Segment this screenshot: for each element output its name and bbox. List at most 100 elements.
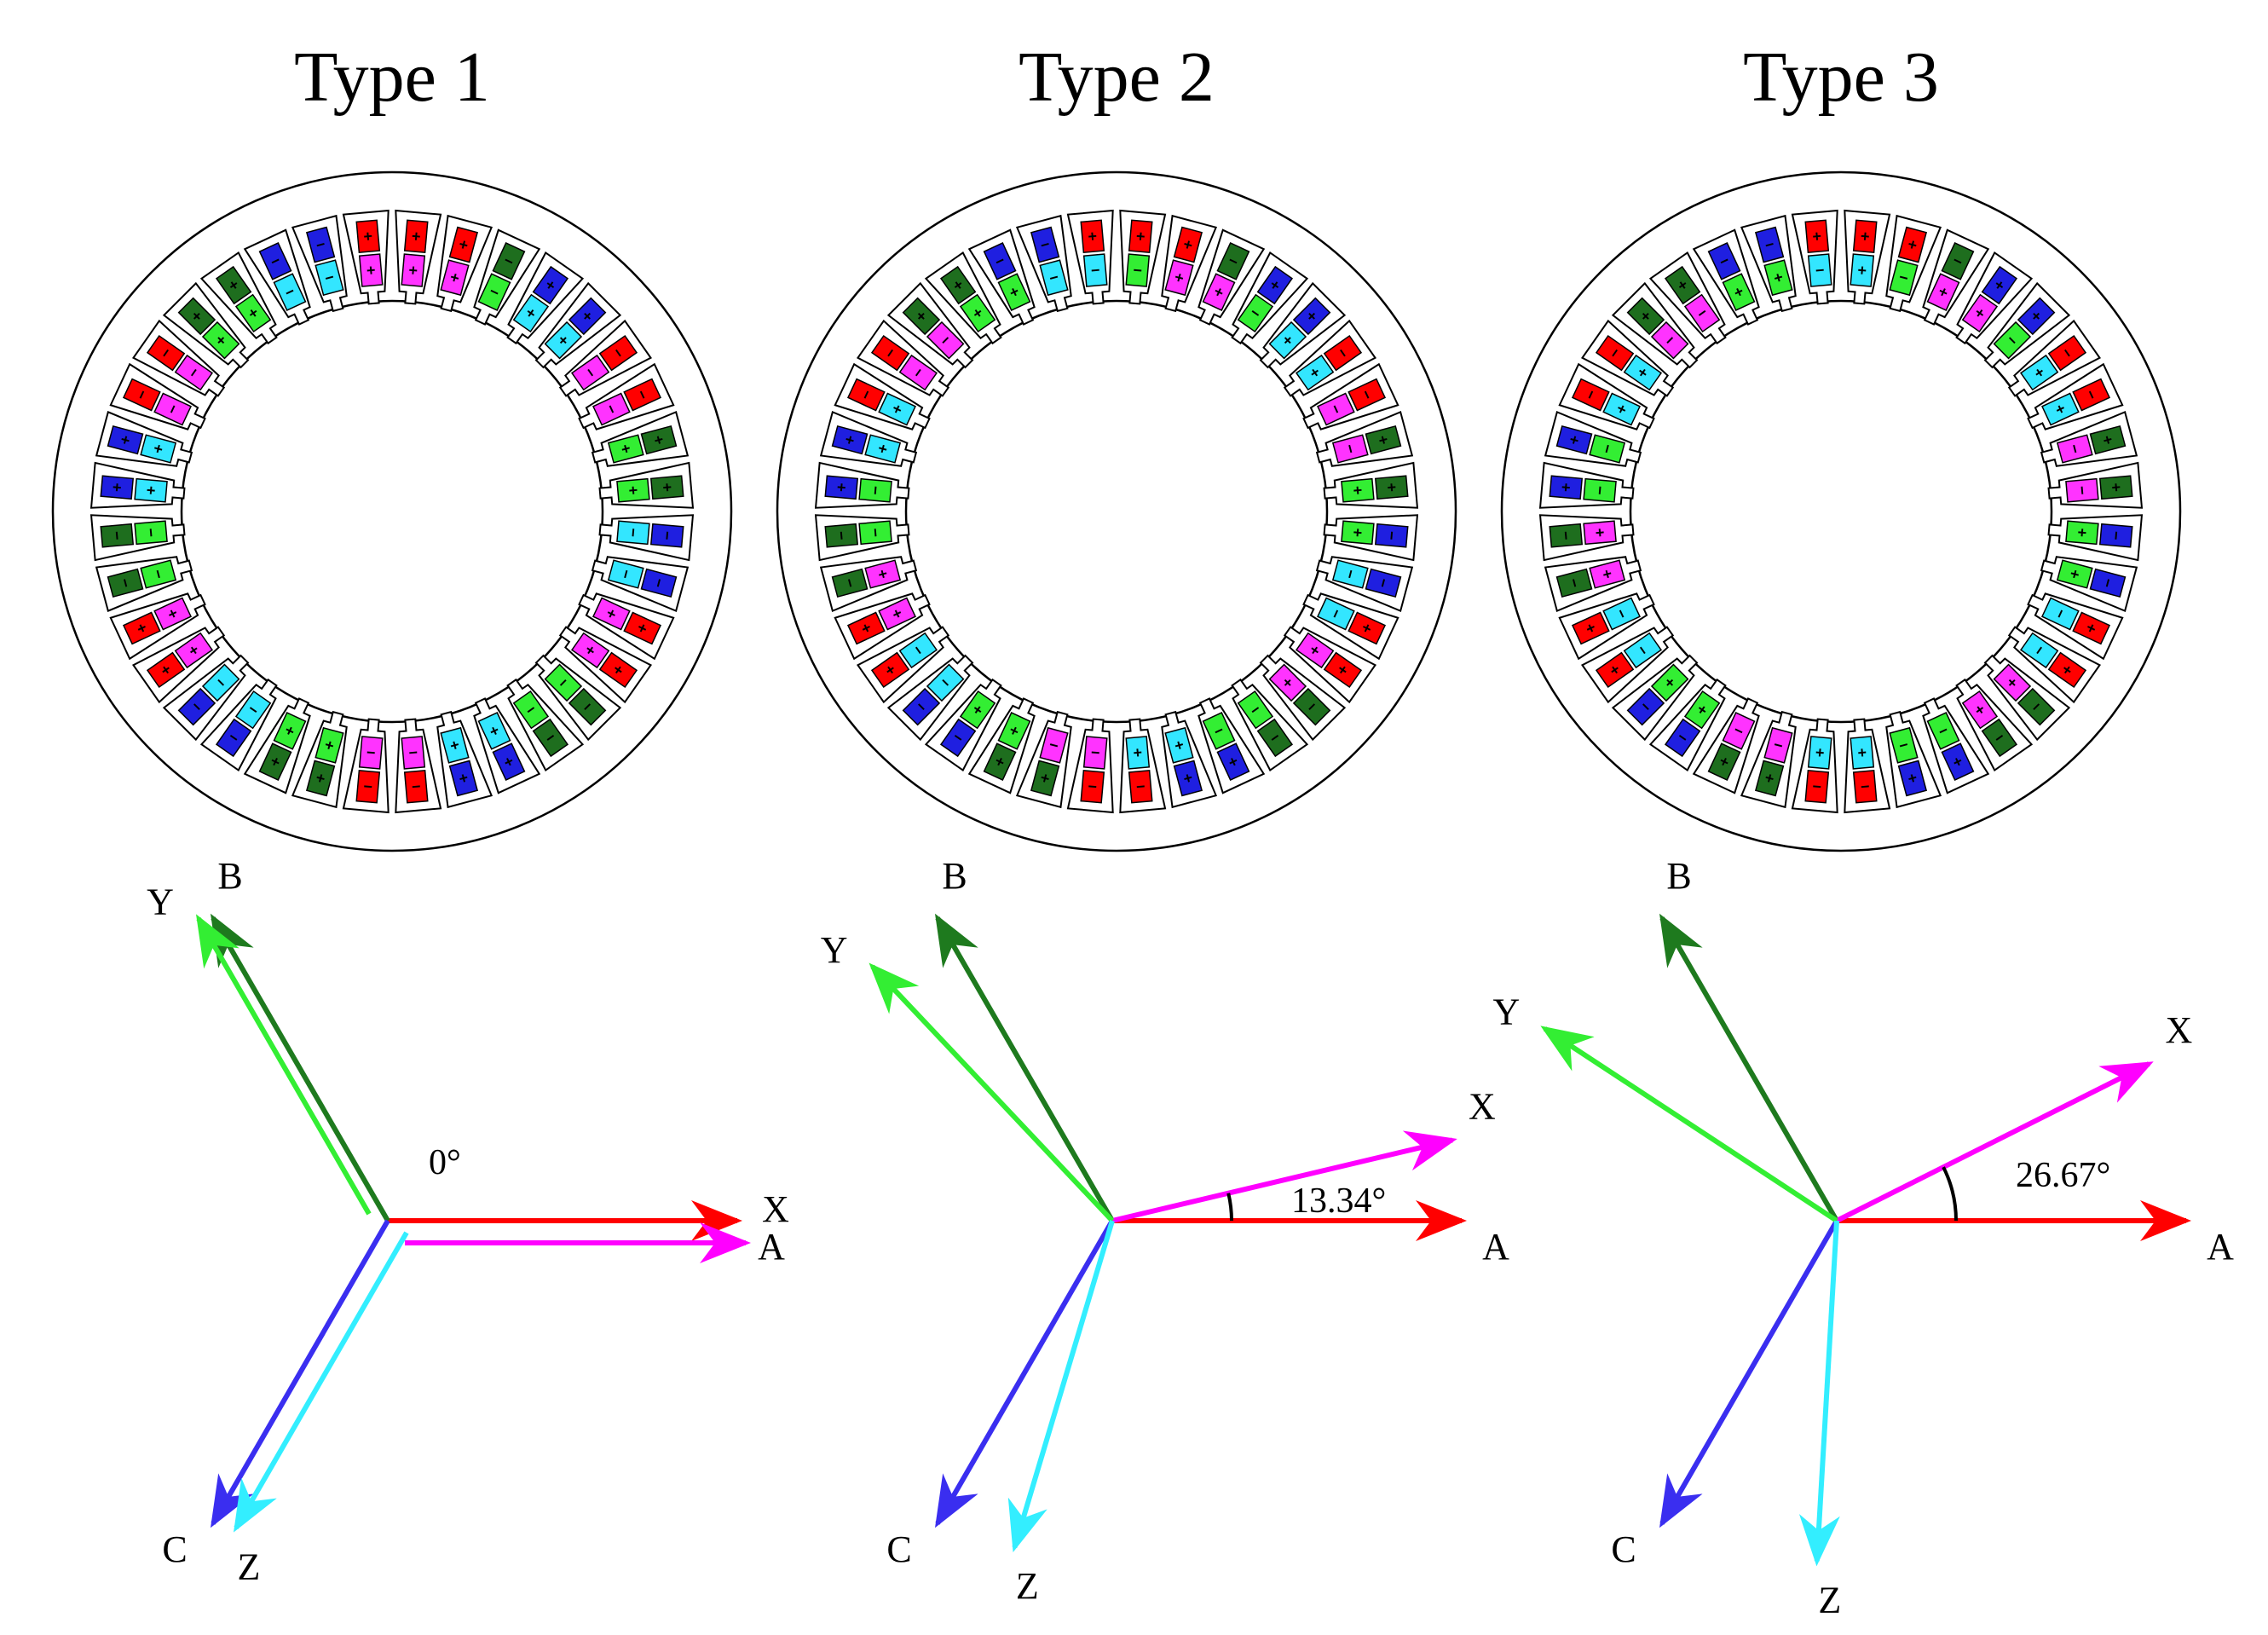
coil-side-y xyxy=(997,712,1031,750)
phasor-y xyxy=(195,914,372,1216)
slot: −+ xyxy=(1922,228,1990,326)
coil-polarity-mark: + xyxy=(1135,228,1146,246)
coil-polarity-mark: + xyxy=(1860,228,1870,246)
slot: +− xyxy=(2040,410,2138,467)
phasor-label-y: Y xyxy=(147,881,174,923)
coil-side-y xyxy=(1202,712,1236,750)
slot: −− xyxy=(199,678,278,771)
coil-side-c xyxy=(983,241,1017,280)
slot: −+ xyxy=(1259,654,1347,742)
coil-side-z xyxy=(1331,559,1369,589)
coil-side-z xyxy=(2019,354,2059,391)
coil-side-y xyxy=(512,690,550,730)
coil-side-y xyxy=(1926,712,1960,750)
coil-side-c xyxy=(1941,742,1975,782)
slot: +− xyxy=(1544,410,1642,467)
coil-side-c xyxy=(649,523,684,548)
coil-polarity-mark: − xyxy=(1557,530,1575,540)
phasor-label-a: A xyxy=(1482,1226,1509,1268)
slot: +− xyxy=(1538,461,1635,509)
coil-side-c xyxy=(1216,742,1250,782)
slot: ++ xyxy=(1161,214,1218,313)
coil-side-b xyxy=(902,297,941,336)
coil-side-a xyxy=(1323,651,1363,689)
slot: −− xyxy=(162,654,250,742)
panel-title-type-3: Type 3 xyxy=(1743,38,1939,117)
coil-polarity-mark: + xyxy=(1038,769,1051,788)
phasor-label-c: C xyxy=(1611,1528,1636,1570)
coil-polarity-mark: + xyxy=(1374,433,1393,446)
coil-side-b xyxy=(2089,425,2127,455)
coil-side-b xyxy=(831,568,869,598)
slot: −+ xyxy=(1611,654,1699,742)
coil-side-c xyxy=(824,475,859,500)
coil-side-z xyxy=(1850,253,1875,287)
coil-polarity-mark: − xyxy=(649,576,668,589)
slot: ++ xyxy=(819,410,918,467)
coil-side-z xyxy=(926,663,965,702)
coil-polarity-mark: + xyxy=(448,269,461,287)
coil-side-z xyxy=(1807,253,1832,287)
coil-side-z xyxy=(1602,392,1641,426)
slot: −+ xyxy=(1740,214,1797,313)
coil-side-y xyxy=(1889,259,1919,297)
slot: −+ xyxy=(1558,362,1655,430)
coil-side-x xyxy=(358,736,384,770)
slot: +− xyxy=(1885,710,1942,809)
coil-polarity-mark: − xyxy=(363,777,373,795)
coil-polarity-mark: + xyxy=(2065,568,2084,581)
slot: −− xyxy=(89,514,186,562)
coil-side-z xyxy=(1317,597,1355,631)
slot: +− xyxy=(1315,410,1414,467)
phasor-c xyxy=(935,1219,1115,1528)
coil-side-x xyxy=(1961,690,1999,730)
coil-polarity-mark: + xyxy=(1772,269,1785,287)
coil-side-z xyxy=(864,434,902,464)
coil-side-z xyxy=(512,293,550,333)
coil-side-x xyxy=(1331,434,1369,464)
coil-side-c xyxy=(2098,523,2133,548)
coil-side-a xyxy=(598,651,638,689)
coil-side-y xyxy=(1583,477,1617,503)
coil-side-y xyxy=(1125,253,1151,287)
coil-side-y xyxy=(1889,726,1919,764)
coil-polarity-mark: + xyxy=(1857,743,1867,761)
slot: −+ xyxy=(1844,718,1891,814)
slot: −− xyxy=(109,362,206,430)
stator-ring-1: ++++−−++++−−−−++++−−−−++++−−−−++++−−−−++… xyxy=(51,170,733,852)
phasor-b xyxy=(935,913,1115,1222)
coil-side-a xyxy=(2047,334,2087,372)
coil-side-c xyxy=(177,687,216,726)
coil-polarity-mark: − xyxy=(1815,262,1825,280)
stator-bore xyxy=(180,299,604,724)
coil-polarity-mark: − xyxy=(1860,777,1870,795)
coil-side-a xyxy=(448,226,479,263)
coil-side-a xyxy=(2047,651,2087,689)
slot: −− xyxy=(1015,214,1072,313)
coil-polarity-mark: + xyxy=(1133,743,1143,761)
coil-side-y xyxy=(477,273,511,311)
coil-side-x xyxy=(592,392,631,426)
coil-side-b xyxy=(1626,297,1665,336)
coil-side-c xyxy=(1173,760,1203,797)
coil-side-x xyxy=(1317,392,1355,426)
slot: ++ xyxy=(506,251,585,345)
coil-polarity-mark: + xyxy=(1857,262,1867,280)
phasor-label-b: B xyxy=(217,855,242,897)
coil-side-a xyxy=(1348,611,1387,645)
coil-side-a xyxy=(623,611,662,645)
coil-side-b xyxy=(1365,425,1402,455)
coil-side-b xyxy=(2017,687,2056,726)
coil-polarity-mark: − xyxy=(314,235,326,254)
coil-side-b xyxy=(1292,687,1331,726)
slot: −− xyxy=(395,718,442,814)
coil-polarity-mark: − xyxy=(366,743,376,761)
slot: ++ xyxy=(967,697,1036,794)
coil-side-b xyxy=(1555,568,1593,598)
coil-side-a xyxy=(846,611,886,645)
coil-side-z xyxy=(1125,736,1151,770)
slot: +− xyxy=(1558,592,1655,661)
coil-side-z xyxy=(1850,736,1875,770)
coil-side-x xyxy=(1993,663,2032,702)
coil-side-x xyxy=(1295,632,1335,669)
